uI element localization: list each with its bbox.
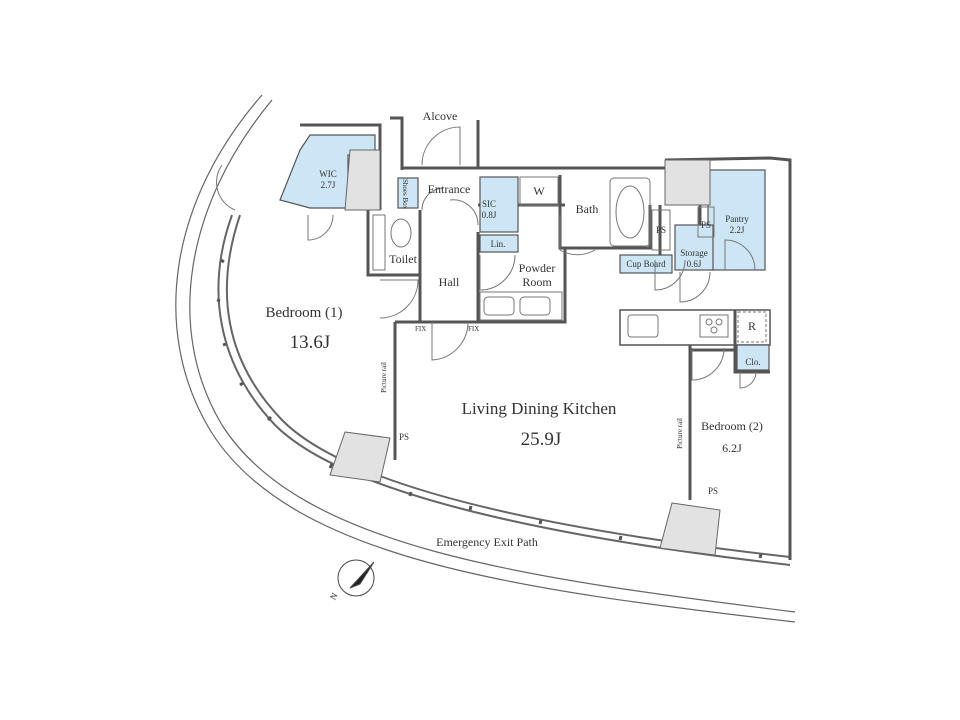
ps-label-2: PS [700,220,712,230]
toilet-label: Toilet [389,252,417,266]
bedroom2-area: 6.2J [722,441,742,455]
alcove-label: Alcove [422,109,458,123]
ps-label-4: PS [707,486,719,496]
storage-name: Storage [680,248,708,258]
ps-label-1: PS [655,225,667,235]
bedroom2-name: Bedroom (2) [701,419,763,433]
ldk-name: Living Dining Kitchen [461,399,617,418]
bedroom1-name: Bedroom (1) [265,305,343,321]
inner-terrace-curve [189,99,796,613]
sic-area: 0.8J [481,210,497,220]
exterior-window-wall [217,214,791,566]
ldk-area: 25.9J [520,429,562,450]
hall-label: Hall [438,275,460,289]
shoes-fill [397,177,419,209]
shoes-box-label: Shoes Box [401,179,409,210]
washer-label: W [533,184,545,198]
picture-rail-label-2: Picture rail [676,418,684,449]
outer-terrace-curve [175,94,796,623]
pantry-area: 2.2J [729,225,745,235]
wic-area: 2.7J [320,180,336,190]
fix-label-2: FIX [468,325,480,333]
refrigerator-label: R [747,319,757,333]
lin-label: Lin. [490,239,506,249]
storage-area: 0.6J [686,259,702,269]
fix-label-1: FIX [415,325,427,333]
pantry-fill [707,169,766,271]
emergency-exit-label: Emergency Exit Path [436,535,538,549]
clo-label: Clo. [745,357,761,367]
sic-fill [479,176,519,233]
picture-rail-label-1: Picture rail [380,362,388,393]
cupboard-label: Cup Board [626,259,666,269]
pantry-name: Pantry [725,214,749,224]
storage-fill [674,224,714,271]
sic-name: SIC [481,199,497,209]
north-arrow [337,559,375,597]
cupboard-fill [619,254,673,274]
clo-fill [736,344,770,371]
entrance-label: Entrance [427,182,471,196]
powder-room-label: Powder Room [518,261,556,289]
bath-label: Bath [575,202,599,216]
wic-name: WIC [319,169,337,179]
bedroom1-area: 13.6J [289,332,331,353]
ps-label-3: PS [398,432,410,442]
lin-fill [479,234,519,253]
